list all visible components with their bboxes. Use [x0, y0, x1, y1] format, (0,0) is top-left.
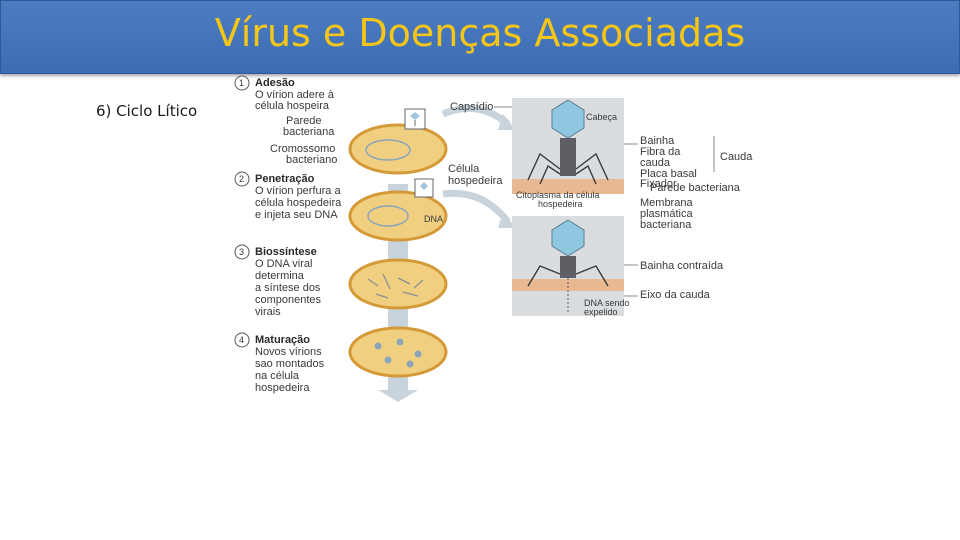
- svg-text:e injeta seu DNA: e injeta seu DNA: [255, 209, 338, 221]
- svg-text:célula hospeira: célula hospeira: [255, 100, 330, 112]
- svg-text:Fibra da: Fibra da: [640, 146, 681, 158]
- svg-text:Membrana: Membrana: [640, 197, 693, 209]
- lytic-cycle-diagram: 1 Adesão O vírion adere à célula hospeir…: [234, 75, 753, 402]
- svg-text:componentes: componentes: [255, 294, 322, 306]
- svg-text:hospedeira: hospedeira: [255, 382, 310, 394]
- small-phage-2: [414, 178, 434, 198]
- label-capsidio: Capsídio: [450, 101, 493, 113]
- svg-text:Penetração: Penetração: [255, 173, 315, 185]
- svg-text:Bainha: Bainha: [640, 135, 675, 147]
- label-cromossomo-2: bacteriano: [286, 154, 337, 166]
- detail-panel-adhesion: Cabeça Citoplasma da célula hospedeira: [512, 98, 624, 209]
- detail-panel-penetration: DNA sendo expelido: [512, 216, 630, 317]
- step-2: 2 Penetração O vírion perfura a célula h…: [234, 171, 342, 221]
- svg-text:O DNA viral: O DNA viral: [255, 258, 312, 270]
- label-parede-2: bacteriana: [283, 126, 335, 138]
- title-bar: Vírus e Doenças Associadas: [0, 0, 960, 74]
- label-celula-2: hospedeira: [448, 175, 503, 187]
- svg-text:expelido: expelido: [584, 307, 618, 317]
- svg-text:bacteriana: bacteriana: [640, 219, 692, 231]
- label-parede: Parede: [286, 115, 321, 127]
- cell-stage-1: [348, 123, 448, 175]
- right-labels: Bainha Fibra da cauda Placa basal Fixado…: [624, 135, 753, 301]
- svg-text:Parede bacteriana: Parede bacteriana: [650, 182, 741, 194]
- svg-text:célula hospedeira: célula hospedeira: [255, 197, 342, 209]
- cell-stage-4: [348, 326, 448, 378]
- slide-title: Vírus e Doenças Associadas: [214, 11, 746, 55]
- label-cromossomo: Cromossomo: [270, 143, 335, 155]
- small-phage-1: [404, 108, 426, 130]
- svg-text:DNA sendo: DNA sendo: [584, 298, 630, 308]
- svg-text:Citoplasma da célula: Citoplasma da célula: [516, 190, 600, 200]
- label-celula: Célula: [448, 163, 480, 175]
- svg-text:a síntese dos: a síntese dos: [255, 282, 321, 294]
- svg-text:sao montados: sao montados: [255, 358, 325, 370]
- label-dna: DNA: [424, 214, 443, 224]
- svg-text:Eixo da cauda: Eixo da cauda: [640, 289, 711, 301]
- svg-text:4: 4: [239, 335, 244, 345]
- svg-text:2: 2: [239, 174, 244, 184]
- svg-text:Bainha contraída: Bainha contraída: [640, 260, 724, 272]
- svg-text:3: 3: [239, 247, 244, 257]
- svg-text:Cabeça: Cabeça: [586, 112, 617, 122]
- svg-text:Novos vírions: Novos vírions: [255, 346, 322, 358]
- svg-text:Fixador: Fixador: [640, 178, 677, 190]
- slide-subtitle: 6) Ciclo Lítico: [96, 102, 198, 120]
- svg-text:virais: virais: [255, 306, 281, 318]
- cell-stage-3: [348, 258, 448, 310]
- curved-arrow-2: [442, 189, 511, 225]
- step-3: 3 Biossíntese O DNA viral determina a sí…: [234, 244, 322, 318]
- svg-text:Maturação: Maturação: [255, 334, 310, 346]
- step-1: 1 Adesão O vírion adere à célula hospeir…: [234, 75, 335, 112]
- svg-text:1: 1: [239, 78, 244, 88]
- step-4: 4 Maturação Novos vírions sao montados n…: [234, 332, 325, 394]
- svg-text:na célula: na célula: [255, 370, 300, 382]
- cell-stage-2: [348, 190, 448, 242]
- svg-text:Placa basal: Placa basal: [640, 168, 697, 180]
- svg-text:Cauda: Cauda: [720, 151, 753, 163]
- svg-text:Adesão: Adesão: [255, 77, 295, 89]
- svg-text:hospedeira: hospedeira: [538, 199, 583, 209]
- svg-text:plasmática: plasmática: [640, 208, 693, 220]
- svg-text:O vírion adere à: O vírion adere à: [255, 89, 335, 101]
- svg-text:determina: determina: [255, 270, 305, 282]
- svg-text:cauda: cauda: [640, 157, 671, 169]
- svg-text:O vírion perfura a: O vírion perfura a: [255, 185, 341, 197]
- svg-text:Biossíntese: Biossíntese: [255, 246, 317, 258]
